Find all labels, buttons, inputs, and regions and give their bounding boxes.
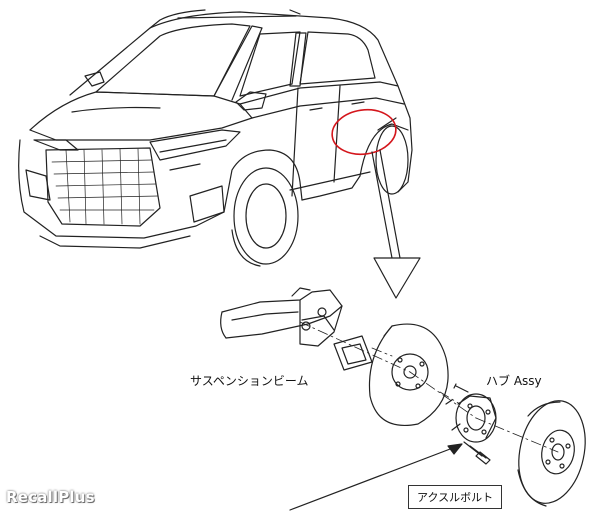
car-illustration	[18, 9, 413, 267]
axle-bolt-leader	[289, 445, 459, 511]
hub-assy-label: ハブ Assy	[486, 374, 542, 388]
callout-arrow	[371, 149, 421, 299]
axle-bolt-part	[463, 441, 491, 465]
suspension-beam-label: サスペンションビーム	[190, 374, 309, 388]
back-plate-part	[368, 323, 449, 426]
brake-disc-part	[517, 400, 586, 507]
assembly-centerline	[299, 321, 559, 453]
axle-bolt-label: アクスルボルト	[408, 485, 503, 509]
recallplus-watermark: RecallPlus	[6, 488, 95, 506]
spacer-plate-part	[333, 335, 373, 371]
suspension-beam-part	[220, 287, 343, 347]
highlight-circle	[331, 108, 397, 156]
hub-assy-part	[445, 393, 497, 443]
